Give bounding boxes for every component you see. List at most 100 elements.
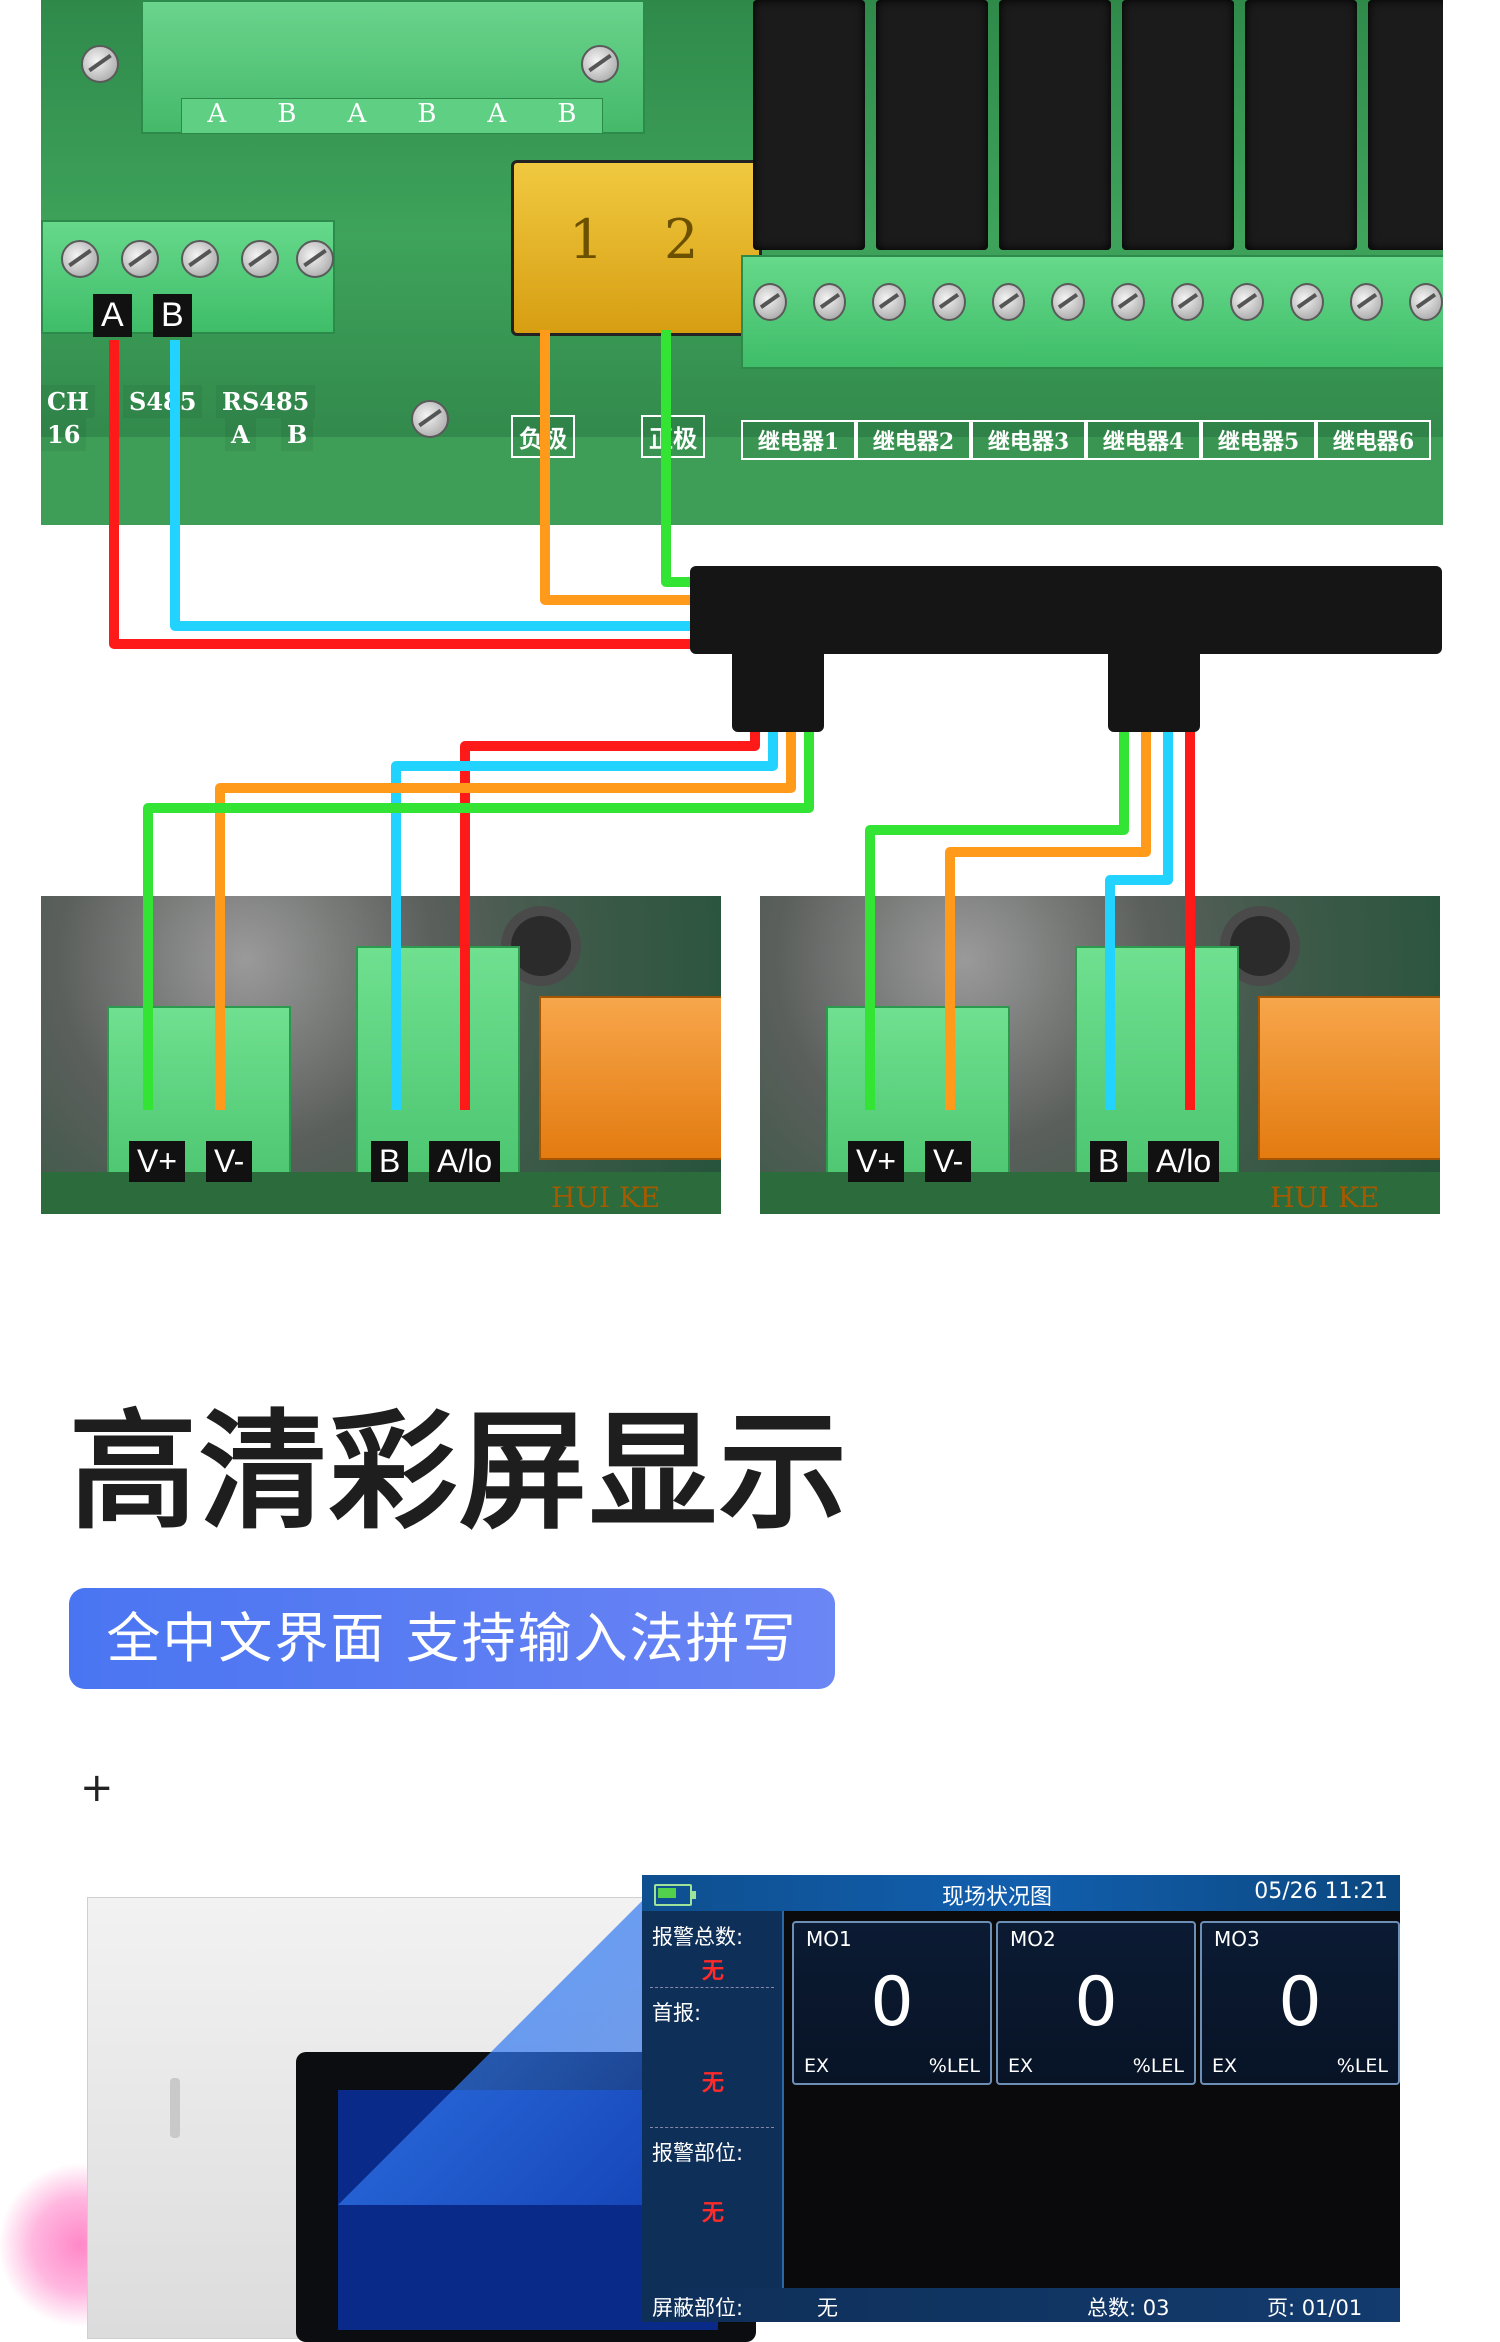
mask-label: 屏蔽部位: (652, 2296, 744, 2320)
screw (581, 45, 619, 83)
fuse-number: 1 (569, 208, 604, 271)
terminal-b-tag: B (153, 294, 192, 337)
screw (1409, 283, 1443, 321)
screw (1349, 283, 1384, 321)
screw (181, 240, 219, 278)
wire-orange-controller (540, 330, 700, 605)
rs485-b-label: B (281, 418, 314, 451)
abab-label: B (557, 99, 577, 129)
cable-drop-right (1108, 640, 1200, 732)
cable-trunk (690, 566, 1442, 654)
wire-orange-right (945, 730, 1151, 1110)
screw (61, 240, 99, 278)
screw (991, 283, 1026, 321)
abab-label: A (347, 99, 367, 129)
sensor-id: MO1 (806, 1927, 852, 1951)
mount-hole (511, 916, 571, 976)
alarm-location-label: 报警部位: (652, 2141, 744, 2165)
wiring-diagram (109, 330, 1442, 1110)
relay (1245, 0, 1357, 250)
sensor-id: MO3 (1214, 1927, 1260, 1951)
abab-label: A (487, 99, 507, 129)
fuse-number: 2 (664, 208, 699, 271)
abab-label: B (277, 99, 297, 129)
cable-drop-left (732, 640, 824, 732)
vminus-tag: V- (925, 1141, 972, 1182)
relay-label: 继电器3 (971, 420, 1086, 460)
screw (296, 240, 334, 278)
sensor-value: 0 (1074, 1963, 1118, 2042)
brand-mark: HUI KE (551, 1181, 661, 1214)
screw (1170, 283, 1205, 321)
relay (1122, 0, 1234, 250)
first-alarm-value: 无 (702, 2071, 725, 2096)
sensor-card[interactable]: MO2 0 EX %LEL (996, 1921, 1196, 2085)
alarm-terminal (539, 996, 721, 1160)
wire-cyan-left (391, 730, 778, 1110)
wire-orange-left (215, 730, 796, 1110)
alarm-terminal (1258, 996, 1440, 1160)
relay (999, 0, 1111, 250)
relay-label: 继电器5 (1201, 420, 1316, 460)
sensor-unit: %LEL (928, 2055, 980, 2077)
positive-label: 正极 (641, 415, 705, 458)
screw (932, 283, 966, 321)
rs485-left-label: S485 (123, 385, 203, 418)
rs485-right-label: RS485 (216, 385, 316, 418)
relay (876, 0, 988, 250)
wire-green-left (143, 730, 814, 1110)
screw (1290, 283, 1324, 321)
rs485-a-label: A (225, 418, 256, 451)
sensor-type: EX (804, 2055, 830, 2077)
wire-red-left (460, 730, 760, 1110)
relay (753, 0, 865, 250)
abab-label: B (417, 99, 437, 129)
relay-label-row: 继电器1 继电器2 继电器3 继电器4 继电器5 继电器6 (741, 420, 1443, 460)
alarm-total-label: 报警总数: (652, 1925, 744, 1949)
sidebar-divider (650, 2127, 774, 2129)
feature-pill: 全中文界面 支持输入法拼写 (69, 1588, 835, 1689)
sensor-card[interactable]: MO3 0 EX %LEL (1200, 1921, 1400, 2085)
sensor-photo-left: HUI KE V+ V- B A/lo (41, 896, 721, 1214)
power-fuse-block: 1 2 (511, 160, 762, 336)
screen-sidebar: 报警总数: 无 首报: 无 报警部位: 无 (642, 1911, 784, 2291)
wire-cyan-right (1105, 730, 1173, 1110)
vplus-tag: V+ (848, 1141, 905, 1182)
relay-screws (753, 283, 1443, 321)
screw (1111, 283, 1145, 321)
relay (1368, 0, 1443, 250)
abab-label-row: A B A B A B (181, 98, 603, 134)
wire-cyan-controller (170, 340, 700, 631)
sensor-id: MO2 (1010, 1927, 1056, 1951)
vminus-tag: V- (206, 1141, 253, 1182)
sensor-value: 0 (870, 1963, 914, 2042)
screw (241, 240, 279, 278)
sensor-value: 0 (1278, 1963, 1322, 2042)
mount-hole (1230, 916, 1290, 976)
alo-tag: A/lo (1148, 1141, 1220, 1182)
wire-red-controller (109, 340, 700, 649)
screw (81, 45, 119, 83)
total-count: 总数: 03 (1087, 2296, 1170, 2320)
first-alarm-label: 首报: (652, 2001, 702, 2025)
screen-time: 05/26 11:21 (1254, 1879, 1388, 1904)
screw (1230, 283, 1265, 321)
sensor-card[interactable]: MO1 0 EX %LEL (792, 1921, 992, 2085)
sidebar-divider (650, 1987, 774, 1989)
wire-green-right (865, 730, 1129, 1110)
b-tag: B (371, 1141, 409, 1182)
num16-label: 16 (41, 418, 87, 451)
sensor-type: EX (1212, 2055, 1238, 2077)
screw (411, 400, 449, 438)
plus-icon: + (80, 1765, 114, 1811)
screen-title: 现场状况图 (942, 1885, 1053, 1910)
screw (753, 283, 787, 321)
screw (121, 240, 159, 278)
sensor-unit: %LEL (1132, 2055, 1184, 2077)
controller-board-photo: A B A B A B A B CH 16 S485 RS485 A B 1 2… (41, 0, 1443, 525)
vplus-tag: V+ (129, 1141, 186, 1182)
screw (1051, 283, 1086, 321)
brand-mark: HUI KE (1270, 1181, 1380, 1214)
cabinet-hinge (170, 2078, 180, 2138)
screen-footer: 屏蔽部位: 无 总数: 03 页: 01/01 (642, 2288, 1400, 2322)
